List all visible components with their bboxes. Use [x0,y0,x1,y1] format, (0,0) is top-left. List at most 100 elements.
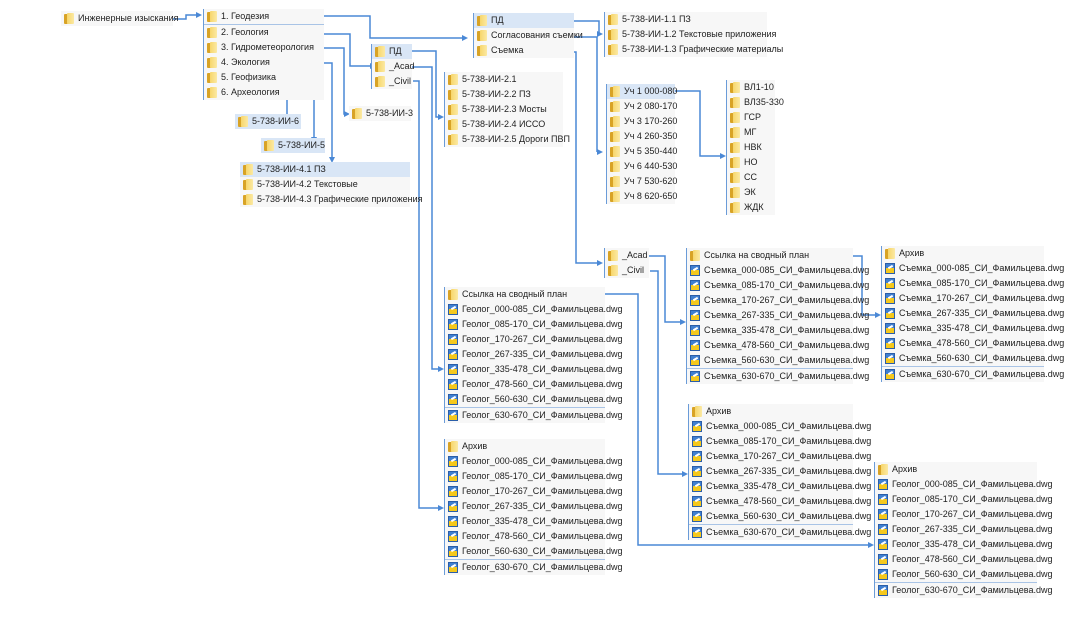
dwg-file-item[interactable]: Съемка_085-170_СИ_Фамильцева.dwg [882,276,1064,291]
dwg-file-item[interactable]: Съемка_630-670_СИ_Фамильцева.dwg [689,524,871,540]
geology-pd-item[interactable]: 5-738-ИИ-2.3 Мосты [445,102,563,117]
dwg-file-item[interactable]: Съемка_267-335_СИ_Фамильцева.dwg [882,306,1064,321]
dwg-file-item[interactable]: Съемка_085-170_СИ_Фамильцева.dwg [689,434,871,449]
survey-section-item[interactable]: Уч 8 620-650 [607,189,677,204]
dwg-file-item[interactable]: Геолог_335-478_СИ_Фамильцева.dwg [445,362,623,377]
ecology-item[interactable]: 5-738-ИИ-4.1 ПЗ [240,162,410,177]
approval-item[interactable]: НО [727,155,775,170]
survey-section-item[interactable]: Уч 1 000-080 [607,84,677,99]
section-item[interactable]: 6. Археология [204,85,324,100]
survey-sub-item[interactable]: _Acad [605,248,649,263]
dwg-file-item[interactable]: Геолог_170-267_СИ_Фамильцева.dwg [445,332,623,347]
geophysics-folder[interactable]: 5-738-ИИ-5 [261,138,325,153]
dwg-file-item[interactable]: Геолог_335-478_СИ_Фамильцева.dwg [875,537,1053,552]
dwg-file-item[interactable]: Съемка_630-670_СИ_Фамильцева.dwg [687,368,869,384]
dwg-file-item[interactable]: Съемка_335-478_СИ_Фамильцева.dwg [882,321,1064,336]
dwg-file-item[interactable]: Геолог_170-267_СИ_Фамильцева.dwg [445,484,623,499]
geodesy-sub-item[interactable]: ПД [474,13,574,28]
folder-item[interactable]: Ссылка на сводный план [687,248,853,263]
dwg-file-item[interactable]: Геолог_560-630_СИ_Фамильцева.dwg [445,544,623,559]
dwg-file-item[interactable]: Съемка_267-335_СИ_Фамильцева.dwg [687,308,869,323]
dwg-file-item[interactable]: Геолог_560-630_СИ_Фамильцева.dwg [875,567,1053,582]
approval-item[interactable]: ВЛ1-10 [727,80,775,95]
geology-pd-item[interactable]: 5-738-ИИ-2.1 [445,72,563,87]
approval-item[interactable]: ЭК [727,185,775,200]
dwg-file-item[interactable]: Съемка_478-560_СИ_Фамильцева.dwg [687,338,869,353]
dwg-file-item[interactable]: Геолог_630-670_СИ_Фамильцева.dwg [875,582,1053,598]
dwg-file-item[interactable]: Геолог_478-560_СИ_Фамильцева.dwg [875,552,1053,567]
dwg-file-item[interactable]: Съемка_560-630_СИ_Фамильцева.dwg [882,351,1064,366]
dwg-file-item[interactable]: Съемка_000-085_СИ_Фамильцева.dwg [882,261,1064,276]
ecology-item[interactable]: 5-738-ИИ-4.3 Графические приложения [240,192,423,207]
dwg-file-item[interactable]: Съемка_335-478_СИ_Фамильцева.dwg [687,323,869,338]
folder-item[interactable]: Архив [875,462,1037,477]
archeology-folder[interactable]: 5-738-ИИ-6 [235,114,301,129]
dwg-file-item[interactable]: Геолог_478-560_СИ_Фамильцева.dwg [445,529,623,544]
dwg-file-item[interactable]: Геолог_000-085_СИ_Фамильцева.dwg [875,477,1053,492]
ecology-item[interactable]: 5-738-ИИ-4.2 Текстовые [240,177,410,192]
section-item[interactable]: 5. Геофизика [204,70,324,85]
dwg-file-item[interactable]: Геолог_000-085_СИ_Фамильцева.dwg [445,454,623,469]
dwg-file-item[interactable]: Съемка_267-335_СИ_Фамильцева.dwg [689,464,871,479]
section-item[interactable]: 4. Экология [204,55,324,70]
approval-item[interactable]: ЖДК [727,200,775,215]
dwg-file-item[interactable]: Геолог_000-085_СИ_Фамильцева.dwg [445,302,623,317]
dwg-file-item[interactable]: Съемка_478-560_СИ_Фамильцева.dwg [689,494,871,509]
dwg-file-item[interactable]: Съемка_170-267_СИ_Фамильцева.dwg [882,291,1064,306]
dwg-file-item[interactable]: Съемка_085-170_СИ_Фамильцева.dwg [687,278,869,293]
survey-sub-item[interactable]: _Civil [605,263,649,278]
dwg-file-item[interactable]: Съемка_630-670_СИ_Фамильцева.dwg [882,366,1064,382]
dwg-file-item[interactable]: Геолог_560-630_СИ_Фамильцева.dwg [445,392,623,407]
approval-item[interactable]: ВЛ35-330 [727,95,784,110]
geology-sub-item[interactable]: _Civil [372,74,412,89]
folder-item[interactable]: Архив [445,439,605,454]
geology-pd-item[interactable]: 5-738-ИИ-2.2 ПЗ [445,87,563,102]
geodesy-pd-item[interactable]: 5-738-ИИ-1.1 ПЗ [605,12,767,27]
approval-item[interactable]: ГСР [727,110,775,125]
section-item[interactable]: 3. Гидрометеорология [204,40,324,55]
dwg-file-item[interactable]: Геолог_170-267_СИ_Фамильцева.dwg [875,507,1053,522]
dwg-file-item[interactable]: Геолог_085-170_СИ_Фамильцева.dwg [875,492,1053,507]
geology-sub-item[interactable]: ПД [372,44,412,59]
folder-item[interactable]: Ссылка на сводный план [445,287,605,302]
survey-section-item[interactable]: Уч 6 440-530 [607,159,677,174]
approval-item[interactable]: МГ [727,125,775,140]
dwg-file-item[interactable]: Геолог_085-170_СИ_Фамильцева.dwg [445,469,623,484]
dwg-file-item[interactable]: Геолог_630-670_СИ_Фамильцева.dwg [445,407,623,423]
geology-sub-item[interactable]: _Acad [372,59,415,74]
section-item[interactable]: 2. Геология [204,25,324,40]
survey-section-item[interactable]: Уч 7 530-620 [607,174,677,189]
dwg-file-item[interactable]: Съемка_478-560_СИ_Фамильцева.dwg [882,336,1064,351]
dwg-file-item[interactable]: Геолог_630-670_СИ_Фамильцева.dwg [445,559,623,575]
survey-section-item[interactable]: Уч 2 080-170 [607,99,677,114]
geodesy-pd-item[interactable]: 5-738-ИИ-1.3 Графические материалы [605,42,783,57]
dwg-file-item[interactable]: Съемка_170-267_СИ_Фамильцева.dwg [687,293,869,308]
survey-section-item[interactable]: Уч 3 170-260 [607,114,677,129]
folder-item[interactable]: Архив [882,246,1044,261]
dwg-file-item[interactable]: Геолог_085-170_СИ_Фамильцева.dwg [445,317,623,332]
geology-pd-item[interactable]: 5-738-ИИ-2.4 ИССО [445,117,563,132]
dwg-file-item[interactable]: Съемка_560-630_СИ_Фамильцева.dwg [687,353,869,368]
dwg-file-item[interactable]: Геолог_478-560_СИ_Фамильцева.dwg [445,377,623,392]
survey-section-item[interactable]: Уч 5 350-440 [607,144,677,159]
section-item[interactable]: 1. Геодезия [204,9,324,25]
dwg-file-item[interactable]: Геолог_335-478_СИ_Фамильцева.dwg [445,514,623,529]
dwg-file-item[interactable]: Геолог_267-335_СИ_Фамильцева.dwg [445,499,623,514]
survey-section-item[interactable]: Уч 4 260-350 [607,129,677,144]
folder-item[interactable]: Архив [689,404,853,419]
geology-pd-item[interactable]: 5-738-ИИ-2.5 Дороги ПВП [445,132,570,147]
root-folder[interactable]: Инженерные изыскания [61,11,179,26]
geodesy-pd-item[interactable]: 5-738-ИИ-1.2 Текстовые приложения [605,27,776,42]
geodesy-sub-item[interactable]: Согласования съемки [474,28,583,43]
dwg-file-item[interactable]: Съемка_000-085_СИ_Фамильцева.dwg [689,419,871,434]
hydromet-folder[interactable]: 5-738-ИИ-3 [349,106,413,121]
dwg-file-item[interactable]: Съемка_000-085_СИ_Фамильцева.dwg [687,263,869,278]
dwg-file-item[interactable]: Съемка_560-630_СИ_Фамильцева.dwg [689,509,871,524]
geodesy-sub-item[interactable]: Съемка [474,43,574,58]
dwg-file-item[interactable]: Съемка_335-478_СИ_Фамильцева.dwg [689,479,871,494]
dwg-file-item[interactable]: Съемка_170-267_СИ_Фамильцева.dwg [689,449,871,464]
dwg-file-item[interactable]: Геолог_267-335_СИ_Фамильцева.dwg [445,347,623,362]
approval-item[interactable]: СС [727,170,775,185]
dwg-file-item[interactable]: Геолог_267-335_СИ_Фамильцева.dwg [875,522,1053,537]
approval-item[interactable]: НВК [727,140,775,155]
